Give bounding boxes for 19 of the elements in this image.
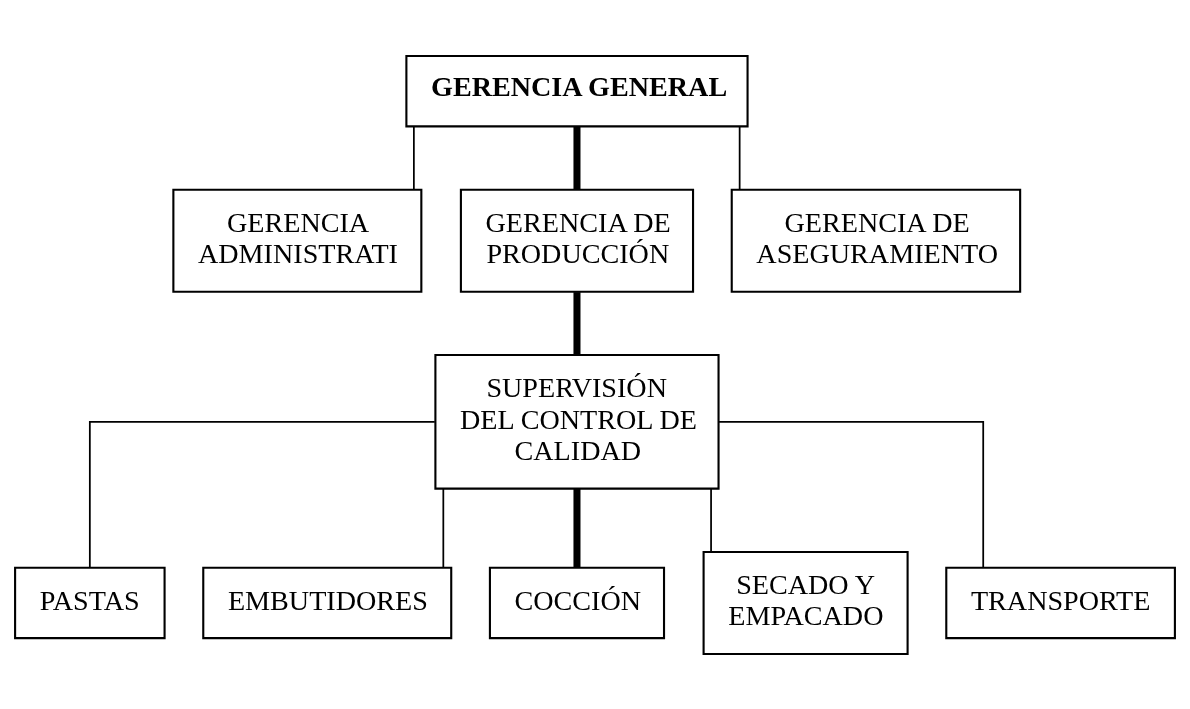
- connector: [573, 488, 581, 568]
- connector: [718, 420, 985, 568]
- node-box: TRANSPORTE: [945, 566, 1176, 639]
- node-box: COCCIÓN: [488, 566, 666, 639]
- node-box: GERENCIA DE PRODUCCIÓN: [459, 188, 695, 293]
- node-box: SUPERVISIÓN DEL CONTROL DE CALIDAD: [434, 353, 720, 490]
- node-box: GERENCIA GENERAL: [405, 54, 749, 127]
- connector: [413, 125, 415, 191]
- node-box: PASTAS: [14, 566, 166, 639]
- connector: [442, 487, 445, 569]
- node-box: EMBUTIDORES: [202, 566, 453, 639]
- connector: [573, 291, 581, 355]
- node-box: SECADO Y EMPACADO: [702, 550, 909, 655]
- connector: [88, 420, 436, 568]
- connector: [710, 487, 712, 552]
- connector: [573, 126, 581, 190]
- connector: [738, 125, 741, 191]
- node-box: GERENCIA ADMINISTRATI: [172, 188, 423, 293]
- node-box: GERENCIA DE ASEGURAMIENTO: [730, 188, 1022, 293]
